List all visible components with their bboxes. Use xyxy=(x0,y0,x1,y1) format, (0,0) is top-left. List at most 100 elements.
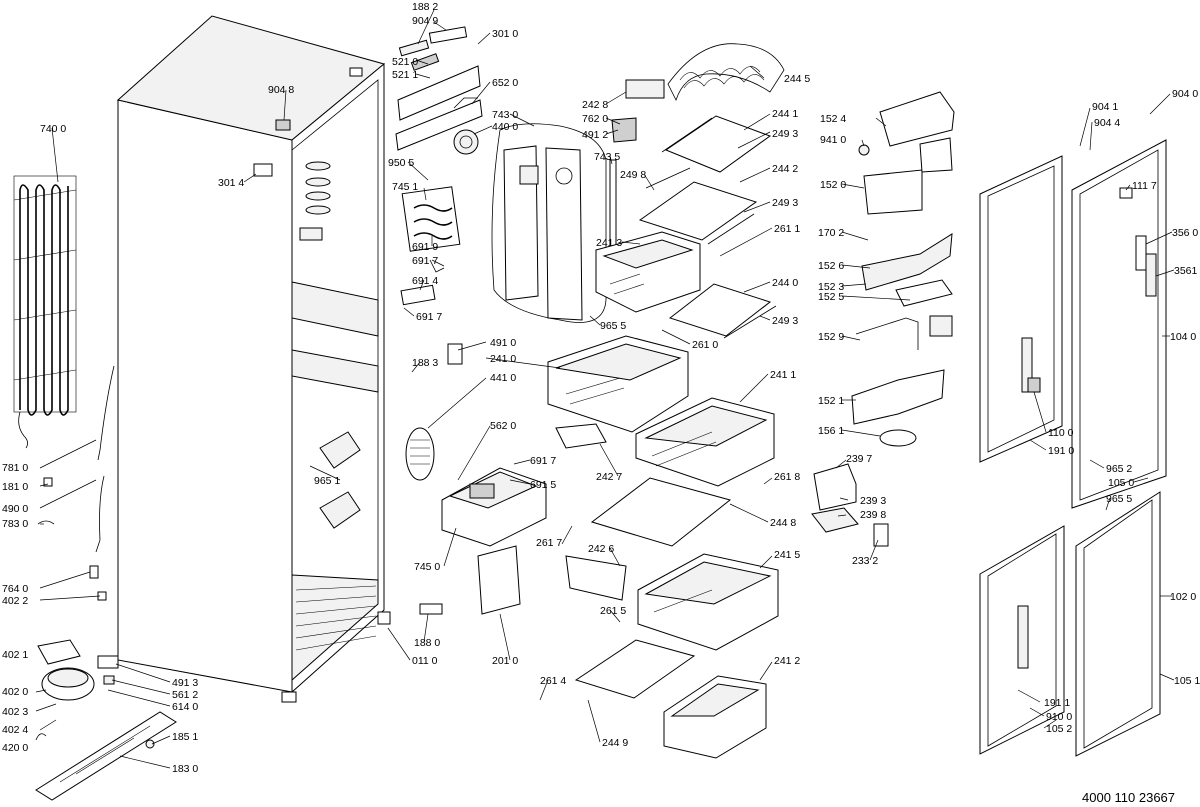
part-label: 105 1 xyxy=(1174,675,1200,687)
part-label: 249 3 xyxy=(772,197,798,209)
part-label: 491 2 xyxy=(582,129,608,141)
part-label: 261 8 xyxy=(774,471,800,483)
part-labels: 188 2 904 9 301 0 521 0 521 1 652 0 904 … xyxy=(2,1,1200,775)
part-label: 691 7 xyxy=(412,255,438,267)
part-label: 691 9 xyxy=(412,241,438,253)
part-label: 170 2 xyxy=(818,227,844,239)
part-label: 402 2 xyxy=(2,595,28,607)
part-label: 233 2 xyxy=(852,555,878,567)
part-label: 242 7 xyxy=(596,471,622,483)
part-label: 105 0 xyxy=(1108,477,1134,489)
part-label: 105 2 xyxy=(1046,723,1072,735)
part-label: 261 5 xyxy=(600,605,626,617)
part-label: 614 0 xyxy=(172,701,198,713)
part-label: 239 8 xyxy=(860,509,886,521)
part-label: 491 0 xyxy=(490,337,516,349)
part-label: 244 9 xyxy=(602,737,628,749)
part-label: 191 1 xyxy=(1044,697,1070,709)
part-label: 152 0 xyxy=(820,179,846,191)
part-label: 241 0 xyxy=(490,353,516,365)
part-label: 152 5 xyxy=(818,291,844,303)
glass-shelves xyxy=(574,115,777,699)
part-label: 110 0 xyxy=(1048,427,1074,439)
part-label: 244 1 xyxy=(772,108,798,120)
part-label: 521 0 xyxy=(392,56,418,68)
control-strip xyxy=(395,26,483,155)
part-label: 191 0 xyxy=(1048,445,1074,457)
part-label: 181 0 xyxy=(2,481,28,493)
part-label: 185 1 xyxy=(172,731,198,743)
document-number: 4000 110 23667 xyxy=(1082,790,1176,805)
part-label: 965 2 xyxy=(1106,463,1132,475)
part-label: 745 0 xyxy=(414,561,440,573)
part-label: 910 0 xyxy=(1046,711,1072,723)
part-label: 301 4 xyxy=(218,177,244,189)
air-duct-assembly xyxy=(491,123,617,323)
part-label: 965 1 xyxy=(314,475,340,487)
part-label: 941 0 xyxy=(820,134,846,146)
part-label: 420 0 xyxy=(2,742,28,754)
part-label: 652 0 xyxy=(492,77,518,89)
part-label: 156 1 xyxy=(818,425,844,437)
part-label: 440 0 xyxy=(492,121,518,133)
part-label: 261 0 xyxy=(692,339,718,351)
part-label: 201 0 xyxy=(492,655,518,667)
crisper-drawers xyxy=(477,231,779,759)
part-label: 562 0 xyxy=(490,420,516,432)
part-label: 241 3 xyxy=(596,237,622,249)
part-label: 691 7 xyxy=(416,311,442,323)
part-label: 011 0 xyxy=(412,655,438,667)
part-label: 244 8 xyxy=(770,517,796,529)
part-label: 244 0 xyxy=(772,277,798,289)
part-label: 249 3 xyxy=(772,128,798,140)
part-label: 490 0 xyxy=(2,503,28,515)
refrigerator-cabinet xyxy=(116,15,391,703)
part-label: 261 7 xyxy=(536,537,562,549)
part-label: 904 1 xyxy=(1092,101,1118,113)
fridge-door-assembly xyxy=(979,139,1167,509)
part-label: 965 5 xyxy=(1106,493,1132,505)
part-label: 743 0 xyxy=(492,109,518,121)
part-label: 152 1 xyxy=(818,395,844,407)
part-label: 743 5 xyxy=(594,151,620,163)
part-label: 904 4 xyxy=(1094,117,1120,129)
part-label: 244 5 xyxy=(784,73,810,85)
part-label: 764 0 xyxy=(2,583,28,595)
part-label: 241 5 xyxy=(774,549,800,561)
evaporator xyxy=(400,186,461,306)
part-label: 950 5 xyxy=(388,157,414,169)
part-label: 441 0 xyxy=(490,372,516,384)
part-label: 152 9 xyxy=(818,331,844,343)
part-label: 239 7 xyxy=(846,453,872,465)
part-label: 904 9 xyxy=(412,15,438,27)
condenser-coil xyxy=(13,175,77,449)
part-label: 261 1 xyxy=(774,223,800,235)
part-label: 904 0 xyxy=(1172,88,1198,100)
door-bins xyxy=(851,91,955,447)
part-label: 111 7 xyxy=(1132,180,1157,192)
freezer-evaporator-assembly xyxy=(405,343,547,615)
part-label: 781 0 xyxy=(2,462,28,474)
part-label: 152 4 xyxy=(820,113,846,125)
part-label: 356 0 xyxy=(1172,227,1198,239)
part-label: 402 1 xyxy=(2,649,28,661)
part-label: 241 1 xyxy=(770,369,796,381)
part-label: 762 0 xyxy=(582,113,608,125)
part-label: 740 0 xyxy=(40,123,66,135)
part-label: 188 2 xyxy=(412,1,438,13)
part-label: 183 0 xyxy=(172,763,198,775)
part-label: 561 2 xyxy=(172,689,198,701)
part-label: 241 2 xyxy=(774,655,800,667)
part-label: 491 3 xyxy=(172,677,198,689)
part-label: 152 6 xyxy=(818,260,844,272)
part-label: 244 2 xyxy=(772,163,798,175)
part-label: 188 3 xyxy=(412,357,438,369)
part-label: 242 8 xyxy=(582,99,608,111)
part-label: 691 5 xyxy=(530,479,556,491)
part-label: 402 0 xyxy=(2,686,28,698)
part-label: 102 0 xyxy=(1170,591,1196,603)
part-label: 745 1 xyxy=(392,181,418,193)
part-label: 521 1 xyxy=(392,69,418,81)
part-label: 239 3 xyxy=(860,495,886,507)
